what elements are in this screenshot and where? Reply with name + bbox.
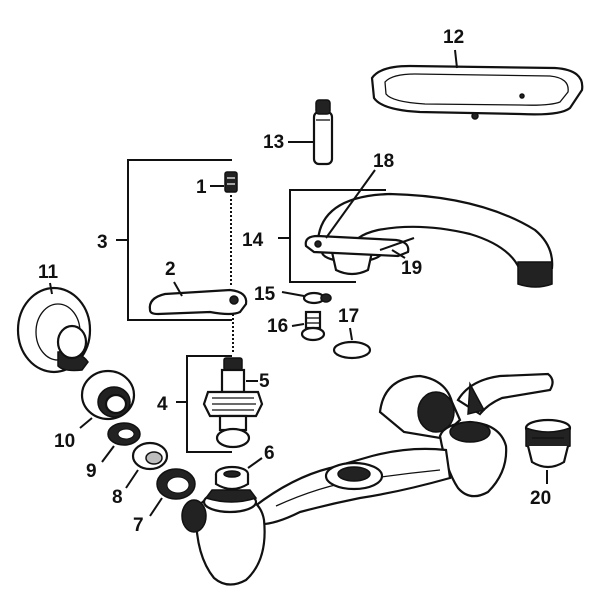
leader-12 — [454, 49, 458, 69]
part-16-bolt — [300, 310, 326, 342]
label-19: 19 — [401, 258, 422, 279]
part-13-rod — [312, 99, 334, 166]
bracket-14 — [289, 189, 386, 283]
part-11-flange — [16, 286, 92, 374]
leader-7 — [149, 497, 163, 517]
leader-11 — [49, 282, 53, 295]
leader-18 — [325, 169, 376, 239]
part-8-gasket — [131, 441, 169, 471]
bracket-4 — [186, 355, 232, 453]
part-7-o-ring — [156, 468, 196, 500]
leader-15 — [281, 291, 305, 297]
part-6-bushing — [214, 465, 250, 491]
label-13: 13 — [263, 132, 284, 153]
part-10-nut — [80, 369, 136, 421]
faucet-body — [181, 372, 554, 586]
label-10: 10 — [54, 431, 75, 452]
leader-6 — [247, 457, 263, 469]
part-17-ring — [332, 340, 372, 360]
leader-9 — [101, 445, 115, 463]
label-15: 15 — [254, 284, 276, 305]
label-1: 1 — [196, 177, 207, 198]
label-12: 12 — [443, 27, 464, 48]
leader-17 — [349, 327, 353, 341]
part-1-screw — [224, 171, 238, 193]
label-11: 11 — [38, 262, 59, 283]
part-20-aerator — [524, 418, 572, 469]
part-2-handle — [148, 288, 248, 316]
leader-10 — [79, 417, 93, 429]
label-17: 17 — [338, 306, 359, 327]
part-18-plate — [304, 234, 410, 258]
label-2: 2 — [165, 259, 176, 280]
label-5: 5 — [259, 371, 270, 392]
label-7: 7 — [133, 515, 144, 536]
part-5-valve-stem — [202, 357, 264, 449]
label-6: 6 — [264, 443, 275, 464]
label-16: 16 — [267, 316, 288, 337]
label-18: 18 — [373, 151, 394, 172]
label-4: 4 — [157, 394, 168, 415]
label-8: 8 — [112, 487, 123, 508]
part-19-pin — [379, 237, 415, 251]
part-9-washer — [107, 422, 141, 446]
leader-19 — [391, 249, 406, 259]
label-20: 20 — [530, 488, 551, 509]
leader-8 — [125, 469, 139, 489]
label-14: 14 — [242, 230, 264, 251]
label-9: 9 — [86, 461, 97, 482]
part-12-tray — [370, 64, 584, 120]
label-3: 3 — [97, 232, 108, 253]
leader-16 — [291, 323, 305, 327]
part-15-clip — [302, 291, 332, 305]
leader-2 — [173, 281, 183, 297]
